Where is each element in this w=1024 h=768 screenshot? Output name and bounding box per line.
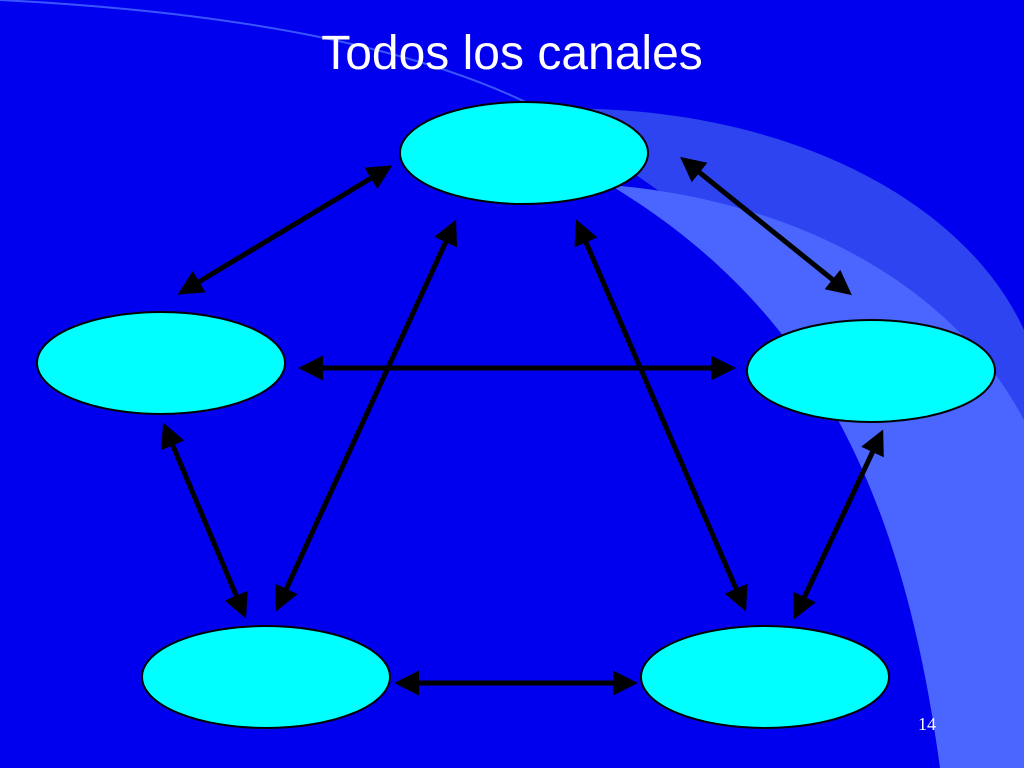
- arrow-left-to-bottom-left: [161, 422, 248, 619]
- node-left: [36, 311, 286, 415]
- swoosh-dark-band: [520, 108, 1024, 768]
- arrow-top-to-right: [680, 156, 852, 296]
- node-top: [399, 101, 649, 205]
- arrow-top-to-bottom-left: [274, 219, 458, 612]
- arrow-top-to-bottom-right: [574, 219, 748, 612]
- page-number: 14: [918, 714, 936, 734]
- swoosh-thin-line: [0, 0, 561, 121]
- node-right: [746, 319, 996, 423]
- arrow-right-to-bottom-right: [793, 429, 884, 620]
- node-bottom-left: [141, 625, 391, 729]
- arrow-top-to-left: [177, 165, 393, 295]
- slide-title: Todos los canales: [321, 27, 703, 80]
- node-bottom-right: [640, 625, 890, 729]
